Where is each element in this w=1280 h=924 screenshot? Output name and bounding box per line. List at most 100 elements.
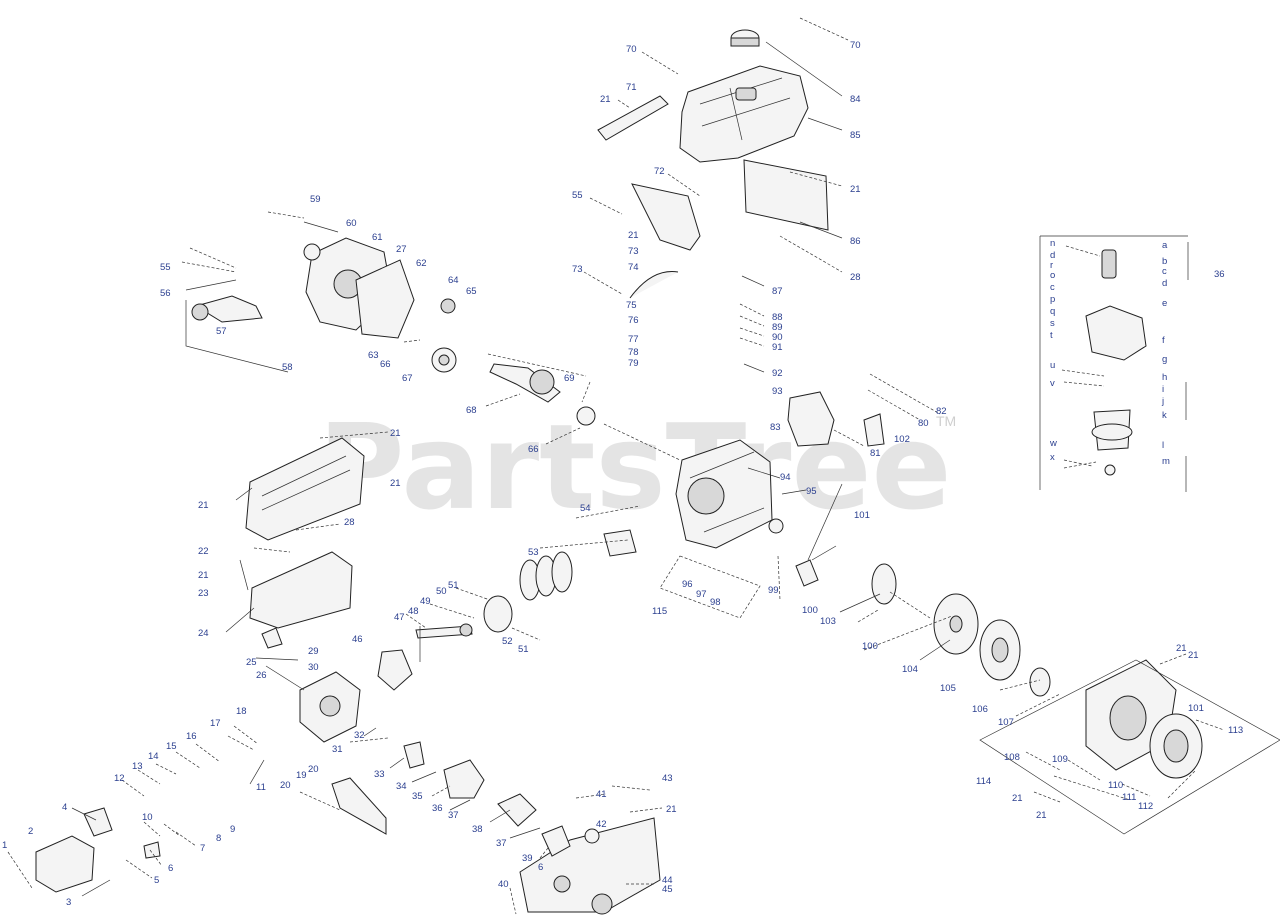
intake-manifold[interactable] bbox=[299, 671, 361, 743]
ignition-coil[interactable] bbox=[787, 391, 835, 447]
callout-101: 101 bbox=[854, 510, 870, 521]
air-cleaner-base[interactable] bbox=[497, 793, 537, 827]
callout-18: 18 bbox=[236, 706, 247, 717]
callout-28: 28 bbox=[850, 272, 861, 283]
callout-6: 6 bbox=[538, 862, 543, 873]
callout-64: 64 bbox=[448, 275, 459, 286]
tank-bracket[interactable] bbox=[743, 159, 829, 231]
callout-80: 80 bbox=[918, 418, 929, 429]
callout-21: 21 bbox=[666, 804, 677, 815]
callout-85: 85 bbox=[850, 130, 861, 141]
carburetor[interactable] bbox=[443, 759, 485, 799]
air-cleaner-case[interactable] bbox=[519, 817, 661, 915]
callout-108: 108 bbox=[1004, 752, 1020, 763]
callout-59: 59 bbox=[310, 194, 321, 205]
callout-97: 97 bbox=[696, 589, 707, 600]
callout-2: 2 bbox=[28, 826, 33, 837]
oil-seal[interactable] bbox=[303, 243, 321, 261]
oil-seal-pto[interactable] bbox=[768, 518, 784, 534]
callout-labels: 70 70 71 21 84 85 72 55 21 21 86 73 74 7… bbox=[2, 40, 1243, 908]
callout-105: 105 bbox=[940, 683, 956, 694]
head-gasket[interactable] bbox=[261, 627, 283, 649]
watermark-trademark: TM bbox=[936, 413, 956, 429]
cooling-fan[interactable] bbox=[979, 619, 1021, 681]
callout-75: 75 bbox=[626, 300, 637, 311]
callout-94: 94 bbox=[780, 472, 791, 483]
cylinder-block[interactable] bbox=[675, 439, 773, 549]
callout-21: 21 bbox=[628, 230, 639, 241]
piston[interactable] bbox=[483, 595, 513, 633]
muffler-guard[interactable] bbox=[331, 777, 387, 835]
bearing[interactable] bbox=[576, 406, 596, 426]
callout-13: 13 bbox=[132, 761, 143, 772]
cam-gear[interactable] bbox=[431, 347, 457, 373]
callout-78: 78 bbox=[628, 347, 639, 358]
callout-7: 7 bbox=[200, 843, 205, 854]
muffler-protector[interactable] bbox=[143, 841, 161, 859]
cover-gasket[interactable] bbox=[355, 259, 415, 339]
flywheel[interactable] bbox=[933, 593, 979, 655]
carb-letter-a: a bbox=[1162, 240, 1168, 251]
callout-55: 55 bbox=[572, 190, 583, 201]
callout-4: 4 bbox=[62, 802, 67, 813]
callout-70: 70 bbox=[626, 44, 637, 55]
governor-gear[interactable] bbox=[440, 298, 456, 314]
callout-20: 20 bbox=[308, 764, 319, 775]
fuel-strainer[interactable] bbox=[597, 95, 669, 141]
callout-26: 26 bbox=[256, 670, 267, 681]
governor-assembly[interactable] bbox=[191, 295, 263, 323]
cylinder-head-cover[interactable] bbox=[245, 437, 365, 541]
callout-28: 28 bbox=[344, 517, 355, 528]
callout-21: 21 bbox=[1036, 810, 1047, 821]
callout-86: 86 bbox=[850, 236, 861, 247]
callout-60: 60 bbox=[346, 218, 357, 229]
muffler[interactable] bbox=[35, 835, 95, 893]
connecting-rod[interactable] bbox=[415, 623, 473, 639]
callout-113: 113 bbox=[1228, 725, 1243, 736]
crankshaft[interactable] bbox=[489, 363, 561, 403]
carb-letter-c: c bbox=[1050, 282, 1055, 293]
carb-letter-u: u bbox=[1050, 360, 1055, 371]
fuel-tank[interactable] bbox=[679, 65, 809, 163]
element[interactable] bbox=[541, 825, 600, 857]
carb-letter-l: l bbox=[1162, 440, 1164, 451]
callout-24: 24 bbox=[198, 628, 209, 639]
piston-rings[interactable] bbox=[519, 551, 573, 601]
rocker-arm[interactable] bbox=[603, 529, 637, 557]
callout-33: 33 bbox=[374, 769, 385, 780]
callout-44: 44 bbox=[662, 875, 673, 886]
air-cleaner-elbow[interactable] bbox=[403, 741, 425, 769]
fuel-tank-stay[interactable] bbox=[631, 183, 701, 251]
starter-pulley[interactable] bbox=[1029, 667, 1051, 697]
cylinder-head[interactable] bbox=[249, 551, 353, 629]
callout-21: 21 bbox=[198, 570, 209, 581]
carb-letter-i: i bbox=[1162, 384, 1164, 395]
carb-letter-d: d bbox=[1162, 278, 1167, 289]
callout-79: 79 bbox=[628, 358, 639, 369]
callout-14: 14 bbox=[148, 751, 159, 762]
carb-letter-d: d bbox=[1050, 250, 1055, 261]
throttle-control[interactable] bbox=[795, 483, 843, 587]
callout-15: 15 bbox=[166, 741, 177, 752]
callout-81: 81 bbox=[870, 448, 881, 459]
recoil-starter[interactable] bbox=[1149, 713, 1203, 779]
callout-29: 29 bbox=[308, 646, 319, 657]
callout-46: 46 bbox=[352, 634, 363, 645]
callout-16: 16 bbox=[186, 731, 197, 742]
insulator-gasket[interactable] bbox=[377, 649, 413, 691]
callout-66: 66 bbox=[380, 359, 391, 370]
callout-27: 27 bbox=[396, 244, 407, 255]
carburetor-detail[interactable] bbox=[1085, 249, 1147, 476]
callout-1: 1 bbox=[2, 840, 7, 851]
carb-letter-f: f bbox=[1162, 335, 1165, 346]
callout-68: 68 bbox=[466, 405, 477, 416]
carb-letter-h: h bbox=[1162, 372, 1167, 383]
fuel-cap[interactable] bbox=[730, 29, 760, 47]
callout-42: 42 bbox=[596, 819, 607, 830]
muffler-gasket[interactable] bbox=[83, 807, 113, 837]
carb-letter-o: o bbox=[1050, 270, 1055, 281]
fuel-line[interactable] bbox=[629, 271, 679, 299]
ignition-bracket[interactable] bbox=[863, 413, 885, 447]
callout-67: 67 bbox=[402, 373, 413, 384]
stator-plate[interactable] bbox=[871, 563, 897, 605]
